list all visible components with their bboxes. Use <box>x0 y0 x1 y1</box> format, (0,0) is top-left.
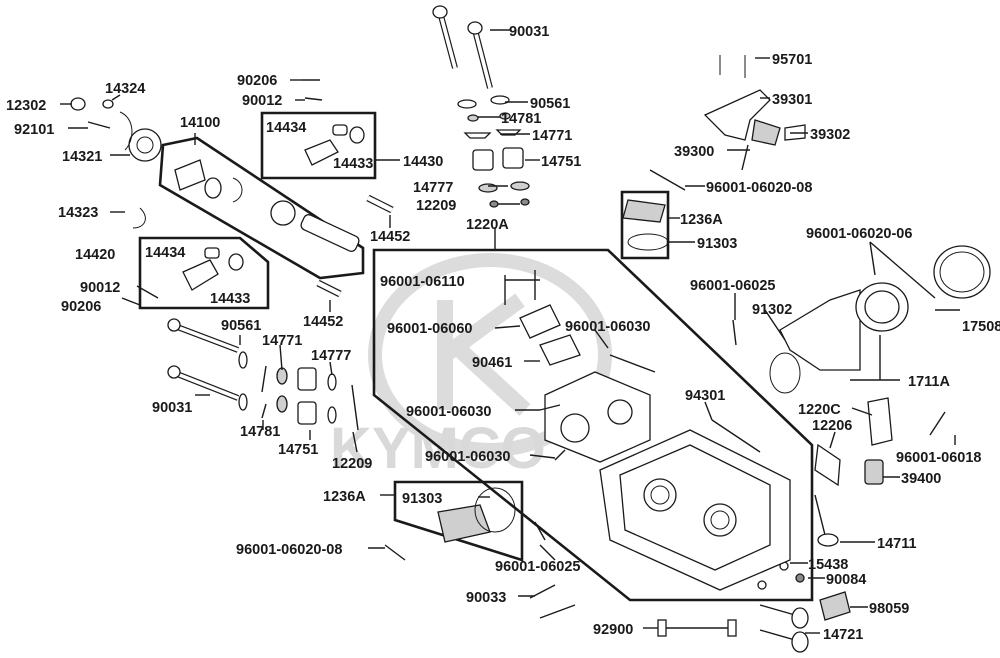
rocker-arm-frame-left <box>138 236 270 310</box>
label-14323: 14323 <box>58 205 98 221</box>
label-92101: 92101 <box>14 122 54 138</box>
label-12206: 12206 <box>812 418 852 434</box>
label-39301: 39301 <box>772 92 812 108</box>
label-14771-left: 14771 <box>262 333 302 349</box>
label-95701: 95701 <box>772 52 812 68</box>
label-14452-low: 14452 <box>303 314 343 330</box>
label-14434-left: 14434 <box>145 245 185 261</box>
gasket-kit-frame-top <box>620 190 670 260</box>
label-96001-06020-08-top: 96001-06020-08 <box>706 180 812 196</box>
label-14771-top: 14771 <box>532 128 572 144</box>
leader-lines <box>60 29 960 634</box>
label-96001-06025-top: 96001-06025 <box>690 278 775 294</box>
label-96001-06030-b: 96001-06030 <box>406 404 491 420</box>
label-90084: 90084 <box>826 572 866 588</box>
label-90461: 90461 <box>472 355 512 371</box>
thermostat-housing <box>703 55 806 171</box>
label-96001-06030-c: 96001-06030 <box>425 449 510 465</box>
label-14324: 14324 <box>105 81 145 97</box>
label-14751-top: 14751 <box>541 154 581 170</box>
watermark-text: KYMCO <box>330 416 546 481</box>
label-14433-top: 14433 <box>333 156 373 172</box>
rocker-shafts <box>316 194 394 298</box>
camshaft-holder <box>519 304 651 463</box>
label-1711A: 1711A <box>908 374 950 390</box>
label-90012-top: 90012 <box>242 93 282 109</box>
label-17508: 17508 <box>962 319 1000 335</box>
label-39400: 39400 <box>901 471 941 487</box>
label-14777-top: 14777 <box>413 180 453 196</box>
label-96001-06030-a: 96001-06030 <box>565 319 650 335</box>
label-90033: 90033 <box>466 590 506 606</box>
label-14711: 14711 <box>877 536 917 552</box>
label-39302: 39302 <box>810 127 850 143</box>
label-91303-top: 91303 <box>697 236 737 252</box>
label-90206-left: 90206 <box>61 299 101 315</box>
small-screws <box>70 79 737 561</box>
valves <box>757 494 851 653</box>
label-14434-top: 14434 <box>266 120 306 136</box>
camshaft-kit-frame <box>158 136 365 280</box>
camshaft-sprocket <box>128 128 360 252</box>
valve-spring-stack-top <box>457 95 530 208</box>
label-94301: 94301 <box>685 388 725 404</box>
label-90012-left: 90012 <box>80 280 120 296</box>
label-96001-06020-08-bot: 96001-06020-08 <box>236 542 342 558</box>
label-92900: 92900 <box>593 622 633 638</box>
label-96001-06025-bot: 96001-06025 <box>495 559 580 575</box>
label-1236A-top: 1236A <box>680 212 723 228</box>
label-96001-06020-06: 96001-06020-06 <box>806 226 912 242</box>
label-14751-bot: 14751 <box>278 442 318 458</box>
label-14721: 14721 <box>823 627 863 643</box>
part-labels: 90031 90561 14781 14771 14751 14777 1220… <box>6 24 1000 643</box>
label-14433-left: 14433 <box>210 291 250 307</box>
watermark-logo: KYMCO <box>330 253 612 481</box>
label-15438: 15438 <box>808 557 848 573</box>
label-14781-top: 14781 <box>501 111 541 127</box>
label-96001-06110: 96001-06110 <box>380 274 465 290</box>
label-1220C: 1220C <box>798 402 841 418</box>
label-14100: 14100 <box>180 115 220 131</box>
label-12209-top: 12209 <box>416 198 456 214</box>
label-14452-up: 14452 <box>370 229 410 245</box>
label-14781-bot: 14781 <box>240 424 280 440</box>
label-91302: 91302 <box>752 302 792 318</box>
rocker-arm-left <box>182 247 244 291</box>
label-91303-bot: 91303 <box>402 491 442 507</box>
stud-bolts-left <box>167 318 248 411</box>
label-90031-left: 90031 <box>152 400 192 416</box>
label-39300: 39300 <box>674 144 714 160</box>
label-90561-left: 90561 <box>221 318 261 334</box>
label-14420: 14420 <box>75 247 115 263</box>
label-12209-bot: 12209 <box>332 456 372 472</box>
cylinder-head <box>599 429 791 591</box>
label-96001-06060: 96001-06060 <box>387 321 472 337</box>
label-14430: 14430 <box>403 154 443 170</box>
label-90206-top: 90206 <box>237 73 277 89</box>
label-12302: 12302 <box>6 98 46 114</box>
fitting-parts-right <box>814 397 946 487</box>
label-14777-left: 14777 <box>311 348 351 364</box>
label-90561-top: 90561 <box>530 96 570 112</box>
rocker-arm-top <box>304 124 365 166</box>
intake-manifold <box>769 245 991 394</box>
label-90031-top: 90031 <box>509 24 549 40</box>
label-1236A-bot: 1236A <box>323 489 366 505</box>
stud-bolts-top <box>432 5 493 89</box>
valve-spring-stack-left <box>261 365 359 431</box>
label-14321: 14321 <box>62 149 102 165</box>
cylinder-head-frame <box>372 248 814 602</box>
label-98059: 98059 <box>869 601 909 617</box>
gasket-kit-frame-bottom <box>393 480 524 562</box>
rocker-arm-frame-top <box>260 111 377 180</box>
label-96001-06018: 96001-06018 <box>896 450 981 466</box>
label-1220A: 1220A <box>466 217 509 233</box>
